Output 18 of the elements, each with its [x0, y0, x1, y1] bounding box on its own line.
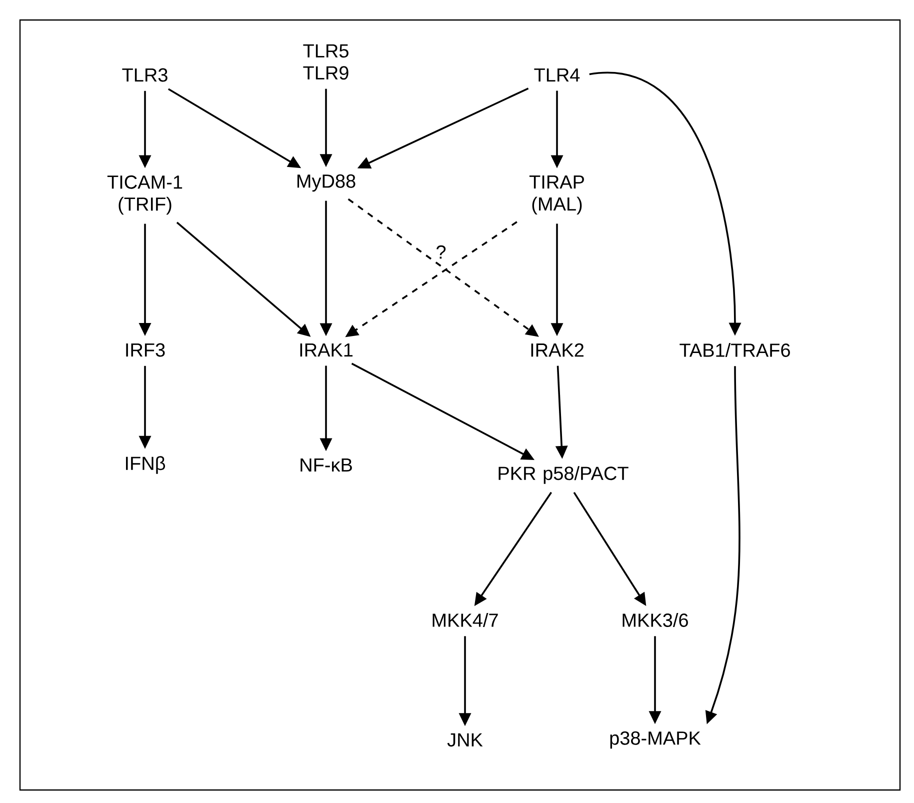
protein-label: JNK: [447, 733, 483, 747]
protein-label: TLR5 TLR9: [303, 44, 348, 80]
protein-label: IRAK1: [300, 343, 353, 357]
protein-label: MKK3/6: [622, 613, 688, 627]
protein-label: IRF3: [126, 343, 165, 357]
protein-label: IFNβ: [126, 456, 166, 474]
question-mark: ?: [434, 244, 448, 260]
protein-label: NF-κB: [300, 458, 352, 472]
protein-label: p38-MAPK: [610, 731, 701, 749]
protein-label: TICAM-1 (TRIF): [107, 175, 182, 215]
protein-label: TLR4: [534, 68, 580, 82]
protein-label: MyD88: [297, 174, 356, 192]
protein-label: TAB1/TRAF6: [680, 343, 790, 357]
protein-label: MKK4/7: [432, 613, 498, 627]
protein-label: TLR3: [122, 68, 168, 82]
protein-label: TIRAP (MAL): [529, 176, 584, 214]
protein-label: IRAK2: [531, 343, 584, 357]
protein-label: PKR p58/PACT: [498, 466, 628, 484]
